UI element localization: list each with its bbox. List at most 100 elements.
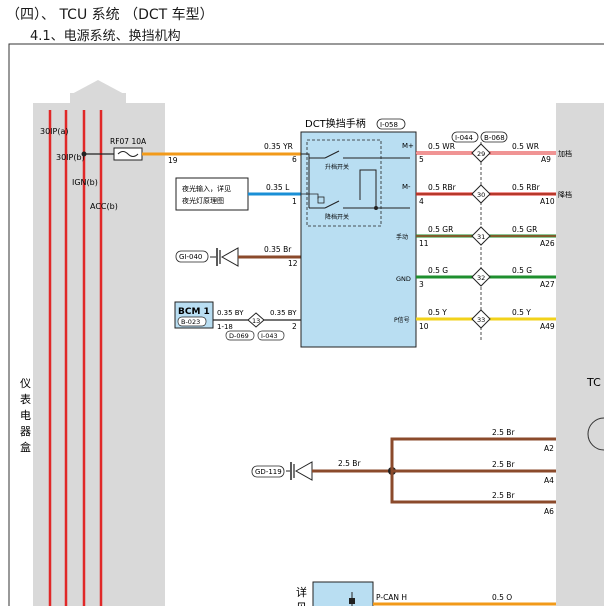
- wire-10-dest: A49: [540, 322, 555, 331]
- wire-10-pin: 10: [419, 322, 429, 331]
- right-wire-5: 5 0.5 WR 29 0.5 WR A9 加档: [416, 142, 572, 164]
- dct-title: DCT换挡手柄: [305, 117, 366, 130]
- splice-13-icon: [247, 312, 265, 328]
- conn-i044-tag: [451, 131, 479, 143]
- splice-29-icon: [471, 143, 491, 163]
- instrument-box-label: 仪 表 电 器 盒: [20, 377, 31, 454]
- tcu-connector-arc: [587, 417, 604, 451]
- wire-4-note: 降档: [558, 190, 572, 199]
- ground-gi-040-label: GI-040: [179, 253, 202, 261]
- down-switch-icon: [324, 200, 340, 209]
- panel-arrow-stem: [70, 93, 126, 105]
- splice-13-label: 13: [252, 317, 260, 325]
- pin-label-30ip-b: 30IP(b): [56, 153, 85, 162]
- wire-1-pin: 1: [292, 197, 297, 206]
- night-box-line2: 夜光灯原理图: [182, 196, 224, 205]
- splice-30: 30: [477, 191, 485, 199]
- section-subtitle: 4.1、电源系统、换挡机构: [30, 29, 181, 44]
- wire-4-pin: 4: [419, 197, 424, 206]
- pin-label-30ip-a: 30IP(a): [40, 127, 69, 136]
- night-light-box: [175, 177, 249, 211]
- tcu-label: TC: [586, 376, 601, 389]
- wire-11-dest: A26: [540, 239, 555, 248]
- wire-10-spec-right: 0.5 Y: [512, 308, 531, 317]
- fuse-junction: [81, 151, 87, 157]
- switch-up-label: 升档开关: [325, 163, 349, 171]
- power-rails: [48, 110, 103, 606]
- diagram-frame: [8, 43, 604, 606]
- panel-char-2: 表: [20, 392, 31, 406]
- ground-branch-a6-spec: 2.5 Br: [492, 491, 515, 500]
- ground-gd-triangle: [294, 461, 313, 481]
- wire-5-spec-right: 0.5 WR: [512, 142, 539, 151]
- bottom-label-char: 详: [296, 585, 307, 599]
- night-lamp-icon: [317, 196, 325, 204]
- splice-32-icon: [471, 267, 491, 287]
- wire-5-dest: A9: [541, 155, 551, 164]
- wire-4-spec-right: 0.5 RBr: [512, 183, 541, 192]
- wire-4-dest: A10: [540, 197, 555, 206]
- conn-b068-tag: [480, 131, 508, 143]
- ground-branch-a2-dest: A2: [544, 444, 554, 453]
- wire-3-pin: 3: [419, 280, 424, 289]
- ground-gi-040-tag: [175, 250, 209, 263]
- fuse-element: [117, 151, 139, 157]
- wire-12-spec: 0.35 Br: [264, 245, 292, 254]
- term-gnd: GND: [396, 275, 411, 283]
- wire-3-spec-right: 0.5 G: [512, 266, 532, 275]
- wire-11-spec-left: 0.5 GR: [428, 225, 453, 234]
- wire-1-spec: 0.35 L: [266, 183, 290, 192]
- ground-branch-a6-dest: A6: [544, 507, 554, 516]
- dct-connector: I-058: [380, 121, 398, 129]
- instrument-fuse-box-panel: [33, 103, 165, 606]
- conn-i043-tag: [257, 330, 285, 341]
- ground-gd-119-label: GD-119: [255, 468, 282, 476]
- ground-gd-119-tag: [251, 465, 285, 478]
- wire-2-pin: 2: [292, 322, 297, 331]
- right-wire-10: 10 0.5 Y 33 0.5 Y A49: [416, 308, 556, 331]
- panel-char-3: 电: [20, 409, 31, 422]
- panel-arrow: [70, 80, 126, 95]
- right-wire-11: 11 0.5 GR 31 0.5 GR A26: [416, 225, 556, 248]
- splice-32: 32: [477, 274, 485, 282]
- night-box-line1: 夜光输入，详见: [182, 184, 231, 193]
- wire-5-spec-left: 0.5 WR: [428, 142, 455, 151]
- ground-branch-a4-dest: A4: [544, 476, 554, 485]
- bcm1-connector: B-023: [181, 318, 200, 326]
- term-m-plus: M+: [402, 142, 414, 150]
- fuse-label: RF07 10A: [110, 137, 147, 146]
- switch-group: [306, 139, 382, 227]
- splice-31: 31: [477, 233, 485, 241]
- term-m-minus: M-: [402, 183, 411, 191]
- conn-b068: B-068: [484, 134, 505, 142]
- wire-5-pin: 5: [419, 155, 424, 164]
- splice-31-icon: [471, 226, 491, 246]
- bcm1-connector-tag: [177, 316, 207, 327]
- wire-6-pin: 6: [292, 155, 297, 164]
- bcm-pin: 1-18: [217, 323, 233, 331]
- up-switch-icon: [324, 150, 340, 159]
- right-wire-3: 3 0.5 G 32 0.5 G A27: [416, 266, 556, 289]
- bcm-wire-spec: 0.35 BY: [217, 309, 244, 317]
- wire-4-spec-left: 0.5 RBr: [428, 183, 457, 192]
- wire-3-spec-left: 0.5 G: [428, 266, 448, 275]
- dct-connector-tag: [376, 118, 406, 130]
- pcan-h-label: P-CAN H: [376, 593, 407, 602]
- panel-char-4: 器: [20, 425, 31, 438]
- bottom-module-box: [312, 581, 374, 606]
- internal-loop: [359, 169, 377, 208]
- splice-33: 33: [477, 316, 485, 324]
- bcm1-title: BCM 1: [178, 307, 210, 317]
- wire-2-spec: 0.35 BY: [270, 309, 297, 317]
- dct-shifter-box: [300, 131, 417, 348]
- ground-branch-a6: [390, 471, 556, 504]
- conn-d069-tag: [225, 330, 255, 341]
- ground-trunk-spec: 2.5 Br: [338, 459, 361, 468]
- bottom-module-dot: [349, 598, 355, 604]
- panel-char-1: 仪: [20, 377, 31, 390]
- wire-5-note: 加档: [558, 149, 572, 158]
- wire-12-pin: 12: [288, 259, 298, 268]
- conn-i043: I-043: [261, 332, 278, 340]
- wire-3-dest: A27: [540, 280, 555, 289]
- tcu-panel: [556, 103, 604, 606]
